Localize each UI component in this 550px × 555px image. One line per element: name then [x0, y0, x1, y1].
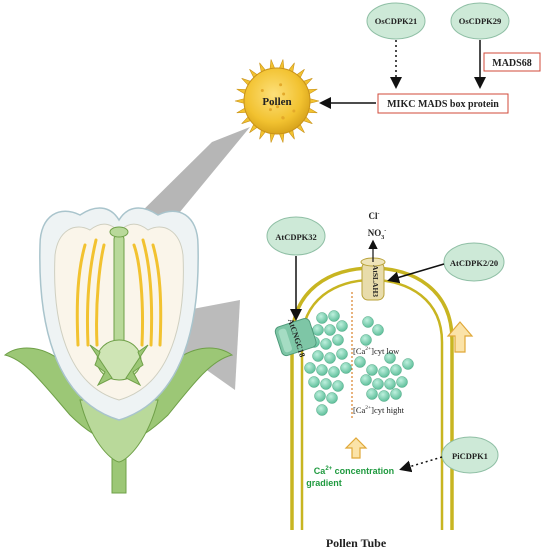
- ca-ion-sphere: [313, 351, 324, 362]
- ca-ion-sphere: [397, 377, 408, 388]
- ca-ion-sphere: [379, 391, 390, 402]
- ca-low-label: [Ca2+]cyt low: [353, 346, 400, 356]
- flower: [5, 208, 232, 493]
- ca-ion-sphere: [367, 365, 378, 376]
- arrow-picdpk1-to-gradient: [402, 457, 442, 469]
- ca-ion-sphere: [325, 353, 336, 364]
- oscdpk21-label: OsCDPK21: [375, 16, 418, 26]
- ca-ion-sphere: [391, 365, 402, 376]
- pollen-dot: [261, 89, 264, 92]
- ca-ion-sphere: [313, 325, 324, 336]
- cl-ion: Cl-: [369, 211, 380, 221]
- pollen-dot: [279, 83, 282, 86]
- gradient-label: Ca2+ concentration gradient: [306, 466, 394, 488]
- ca-ion-sphere: [391, 389, 402, 400]
- node-oscdpk29: OsCDPK29: [451, 3, 509, 39]
- atcdpk32-label: AtCDPK32: [275, 232, 317, 242]
- node-atcdpk32: AtCDPK32: [267, 217, 325, 255]
- mads68-label: MADS68: [492, 58, 531, 69]
- gradient-label-line1: Ca2+ concentration: [314, 466, 394, 476]
- ca-ion-sphere: [373, 325, 384, 336]
- no3-ion: NO3-: [368, 228, 387, 241]
- ca-ion-sphere: [341, 363, 352, 374]
- ca-high-label: [Ca2+]cyt hight: [353, 405, 405, 415]
- ca-ion-sphere: [317, 405, 328, 416]
- ca-ion-sphere: [333, 381, 344, 392]
- ca-ion-sphere: [337, 321, 348, 332]
- mikc-label: MIKC MADS box protein: [387, 99, 499, 110]
- ca-ion-sphere: [317, 365, 328, 376]
- box-mikc: MIKC MADS box protein: [378, 94, 508, 113]
- ca-ion-sphere: [333, 335, 344, 346]
- pollen-label: Pollen: [262, 96, 291, 108]
- picdpk1-label: PiCDPK1: [452, 451, 488, 461]
- ca-ion-sphere: [385, 379, 396, 390]
- ca-ion-sphere: [317, 313, 328, 324]
- box-mads68: MADS68: [484, 53, 540, 71]
- node-atcdpk220: AtCDPK2/20: [444, 243, 504, 281]
- ca-ion-sphere: [355, 357, 366, 368]
- ca-ion-sphere: [329, 367, 340, 378]
- calcium-ions: [305, 311, 414, 416]
- ca-ion-sphere: [367, 389, 378, 400]
- pollen-dot: [269, 108, 272, 111]
- channel-atslah3: AtSLAH3: [361, 258, 385, 300]
- node-oscdpk21: OsCDPK21: [367, 3, 425, 39]
- ca-ion-sphere: [337, 349, 348, 360]
- atslah3-label: AtSLAH3: [371, 265, 380, 297]
- oscdpk29-label: OsCDPK29: [459, 16, 502, 26]
- ca-ion-sphere: [363, 317, 374, 328]
- ca-ion-sphere: [361, 335, 372, 346]
- ca-ion-sphere: [309, 377, 320, 388]
- node-picdpk1: PiCDPK1: [442, 437, 498, 473]
- atcdpk220-label: AtCDPK2/20: [450, 258, 498, 268]
- ion-labels: Cl- NO3-: [368, 211, 387, 262]
- ca-ion-sphere: [379, 367, 390, 378]
- gradient-label-line2: gradient: [306, 478, 342, 488]
- ca-ion-sphere: [305, 363, 316, 374]
- ca-ion-sphere: [327, 393, 338, 404]
- ca-ion-sphere: [321, 339, 332, 350]
- ca-ion-sphere: [373, 379, 384, 390]
- ca-ion-sphere: [403, 359, 414, 370]
- pollen-dot: [292, 110, 295, 113]
- ca-ion-sphere: [315, 391, 326, 402]
- gradient-arrow: [346, 438, 366, 458]
- ca-ion-sphere: [321, 379, 332, 390]
- pollen-dot: [282, 117, 285, 120]
- pollen-dot: [282, 92, 285, 95]
- ca-ion-sphere: [329, 311, 340, 322]
- pollen-tube-title: Pollen Tube: [326, 536, 387, 550]
- ca-ion-sphere: [325, 325, 336, 336]
- ca-ion-sphere: [361, 375, 372, 386]
